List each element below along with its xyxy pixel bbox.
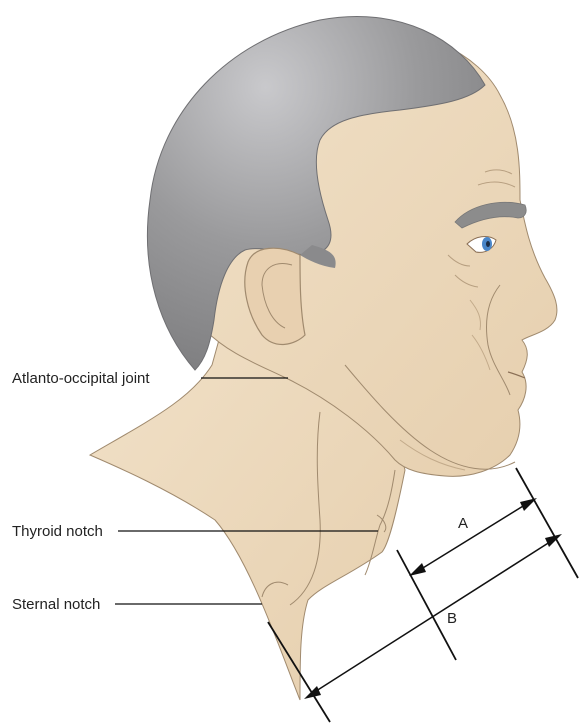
dimension-a bbox=[409, 498, 537, 576]
label-thyroid-notch: Thyroid notch bbox=[12, 523, 103, 540]
measurement-a-label: A bbox=[458, 515, 468, 532]
measurement-b-label: B bbox=[447, 610, 457, 627]
label-sternal-notch: Sternal notch bbox=[12, 596, 100, 613]
reference-line-chin bbox=[516, 468, 578, 578]
label-atlanto-occipital: Atlanto-occipital joint bbox=[12, 370, 150, 387]
